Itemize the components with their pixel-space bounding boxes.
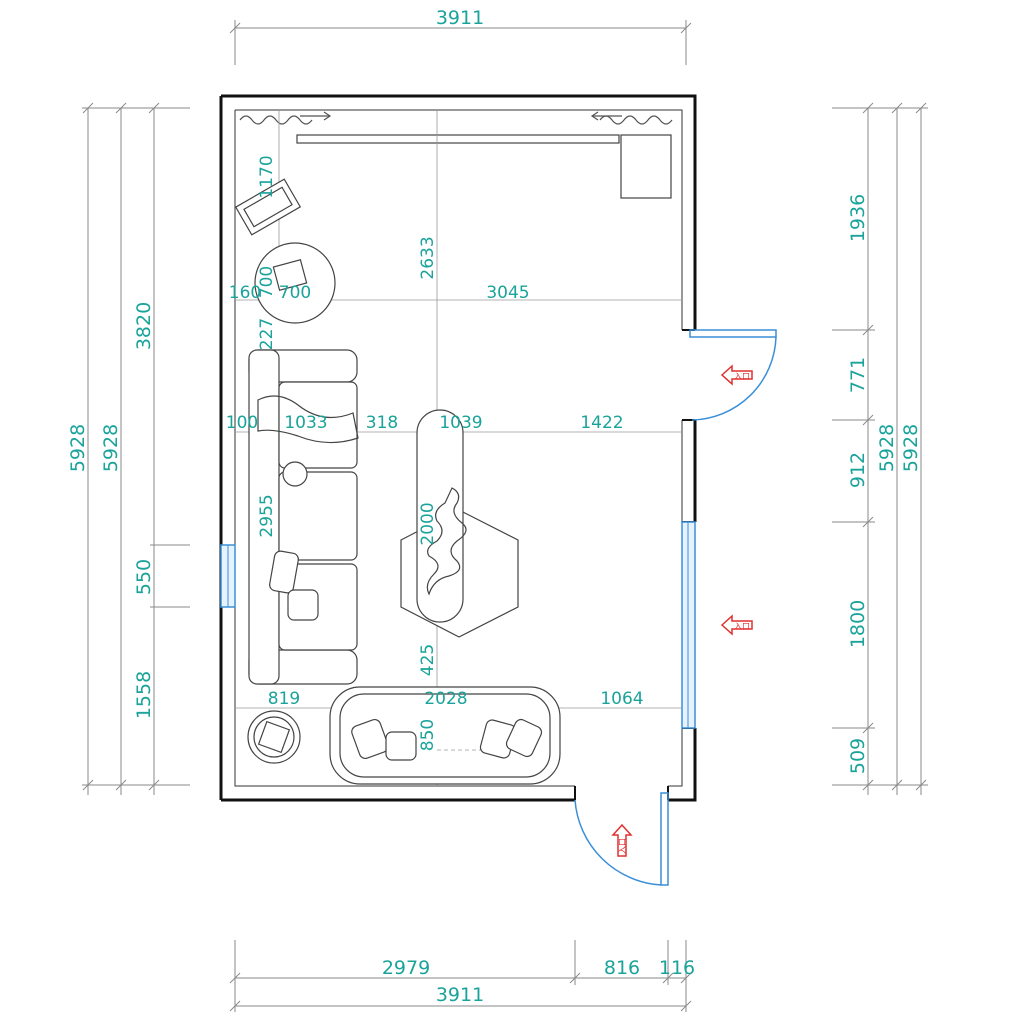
corner-gap-label: 819 [268,689,300,709]
oval-coffee-table [416,409,464,623]
side-table-depth-label: 700 [257,266,277,298]
right-total-b-label: 5928 [900,424,922,472]
top-dimension: 3911 [229,7,692,65]
right-total-a-label: 5928 [876,424,898,472]
round-side-table [254,242,336,324]
bench-depth-label: 850 [418,719,438,751]
left-gap-small-label: 160 [229,283,261,303]
armchair [234,178,302,236]
storage-cabinet [620,134,672,199]
sofa-table-gap-label: 318 [366,413,398,433]
table-width-label: 1039 [439,413,482,433]
bottom-right-label: 116 [659,957,695,979]
sofa [248,349,359,685]
side-table-width-label: 700 [279,283,311,303]
right-door [689,329,777,421]
sofa-depth-label: 1033 [284,413,327,433]
plant-decor [426,487,467,596]
mid-span-label: 3045 [486,283,529,303]
right-mid-label: 912 [847,452,869,488]
table-window-gap-label: 1422 [580,413,623,433]
interior-dimensions: 1170 700 700 160 2633 3045 227 100 1033 … [226,155,644,751]
curtain-rail [239,111,673,144]
right-dimension: 1936 771 912 1800 509 5928 5928 [832,102,928,795]
corner-round-table [247,710,301,764]
bottom-dimension: 2979 816 116 3911 [229,940,695,1012]
table-length-label: 2000 [418,502,438,545]
table-bench-gap-label: 425 [418,644,438,676]
right-door-arrow: 入口 [720,364,753,386]
bench-right-gap-label: 1064 [600,689,643,709]
right-window-label: 1800 [847,600,869,648]
wall-gap-label: 100 [226,413,258,433]
top-span-label: 2633 [418,236,438,279]
left-upper-label: 3820 [133,302,155,350]
bottom-total-label: 3911 [436,984,484,1006]
right-window-label-text: 入口 [734,622,750,631]
left-window-label: 550 [133,559,155,595]
bench-seat [329,686,561,785]
sofa-gap-top-label: 227 [257,318,277,350]
right-door-label: 771 [847,357,869,393]
left-outer-label: 5928 [67,424,89,472]
bottom-door-label: 816 [604,957,640,979]
left-dimension: 5928 5928 3820 550 1558 [67,102,190,795]
left-middle-label: 5928 [100,424,122,472]
sofa-length-label: 2955 [257,494,277,537]
right-door-label-text: 入口 [734,372,750,381]
armchair-depth-label: 1170 [257,155,277,198]
bottom-left-label: 2979 [382,957,430,979]
bottom-door-arrow: 入口 [611,823,633,857]
bottom-door-label-text: 入口 [618,838,627,854]
left-lower-label: 1558 [133,671,155,719]
right-lower-label: 509 [847,738,869,774]
bottom-door [574,792,669,886]
top-total-label: 3911 [436,7,484,29]
right-upper-label: 1936 [847,194,869,242]
bench-length-label: 2028 [424,689,467,709]
right-window-arrow: 入口 [720,614,753,636]
room-walls [219,94,697,802]
